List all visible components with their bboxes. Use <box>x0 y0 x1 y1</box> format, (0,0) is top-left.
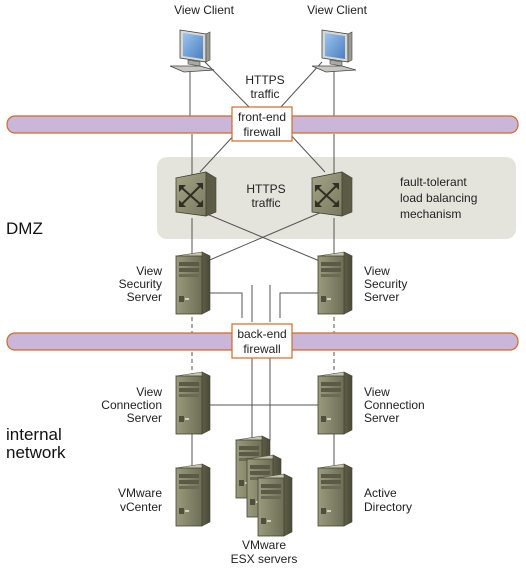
esx-servers-label-2: ESX servers <box>231 552 298 566</box>
security-server-right-label-2: Security <box>364 277 407 291</box>
vcenter-server-icon <box>175 463 211 527</box>
tunnel-lines <box>191 310 335 375</box>
https-traffic-top-label-2: traffic <box>250 87 279 101</box>
https-traffic-top-label: HTTPS <box>245 73 284 87</box>
connection-server-left-label-2: Connection <box>101 398 162 412</box>
view-client-left-label: View Client <box>174 3 234 17</box>
active-directory-label: Active <box>364 486 397 500</box>
load-balancer-right-icon <box>311 171 353 217</box>
connection-server-left-label-3: Server <box>127 411 162 425</box>
internal-zone-label-2: network <box>6 443 66 462</box>
https-traffic-dmz-label-2: traffic <box>251 196 280 210</box>
dmz-zone-label: DMZ <box>6 219 43 238</box>
load-balancer-label: fault-tolerant <box>400 175 467 189</box>
view-client-right-label: View Client <box>307 3 367 17</box>
view-client-left-icon <box>169 29 215 73</box>
load-balancer-label-2: load balancing <box>400 191 477 205</box>
security-server-left-label: View <box>136 264 162 278</box>
connection-server-right-icon <box>317 371 353 435</box>
active-directory-server-icon <box>317 463 353 527</box>
connection-lines <box>189 61 335 468</box>
active-directory-label-2: Directory <box>364 500 412 514</box>
front-end-firewall-box <box>231 106 293 142</box>
vcenter-label-2: vCenter <box>120 500 162 514</box>
connection-server-right-label: View <box>364 385 390 399</box>
load-balancer-left-icon <box>175 171 217 217</box>
back-end-firewall-label-2: firewall <box>243 342 280 356</box>
security-server-right-label: View <box>364 264 390 278</box>
vcenter-label: VMware <box>118 486 162 500</box>
connection-server-left-label: View <box>136 385 162 399</box>
security-server-left-label-2: Security <box>119 277 162 291</box>
security-server-right-icon <box>317 251 353 315</box>
load-balancer-label-3: mechanism <box>400 207 461 221</box>
front-end-firewall-label: front-end <box>238 110 286 124</box>
https-traffic-dmz-label: HTTPS <box>246 182 285 196</box>
connection-server-right-label-2: Connection <box>364 398 425 412</box>
view-client-right-icon <box>311 29 357 73</box>
connection-server-left-icon <box>175 371 211 435</box>
esx-servers-label: VMware <box>242 538 286 552</box>
back-end-firewall-box <box>231 323 293 359</box>
internal-zone-label: internal <box>6 425 62 444</box>
front-end-firewall-label-2: firewall <box>243 125 280 139</box>
security-server-left-label-3: Server <box>127 290 162 304</box>
security-server-left-icon <box>175 251 211 315</box>
esx-server-3-icon <box>257 473 293 537</box>
connection-server-right-label-3: Server <box>364 411 399 425</box>
back-end-firewall-label: back-end <box>237 327 286 341</box>
security-server-right-label-3: Server <box>364 290 399 304</box>
